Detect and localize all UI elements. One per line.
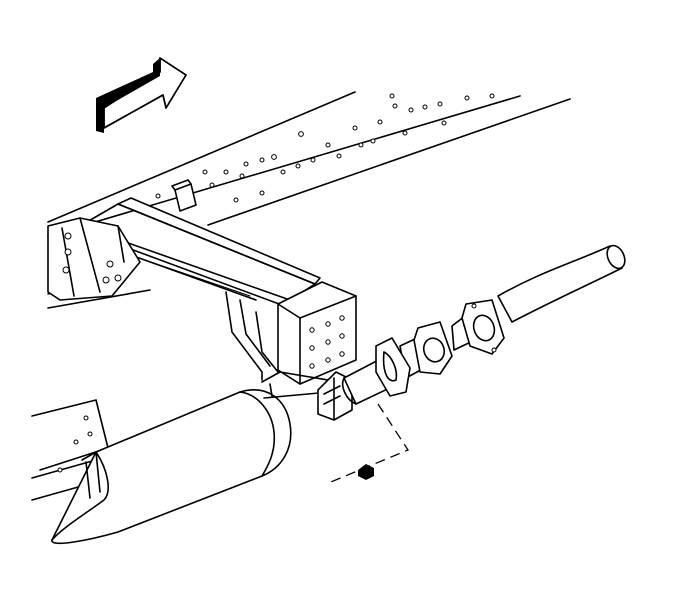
- frame-rail-holes: [155, 93, 495, 203]
- hex-nut-icon: [358, 464, 374, 480]
- muffler: [51, 389, 292, 545]
- fastener-callout: [325, 403, 409, 485]
- crossmember-end-holes: [309, 315, 345, 369]
- flange-gaskets: [375, 299, 505, 397]
- bracket-bolt-heads: [62, 232, 122, 284]
- crossmember: [47, 197, 357, 385]
- exhaust-hanger: [261, 371, 353, 421]
- forward-direction-arrow-icon: [96, 57, 187, 133]
